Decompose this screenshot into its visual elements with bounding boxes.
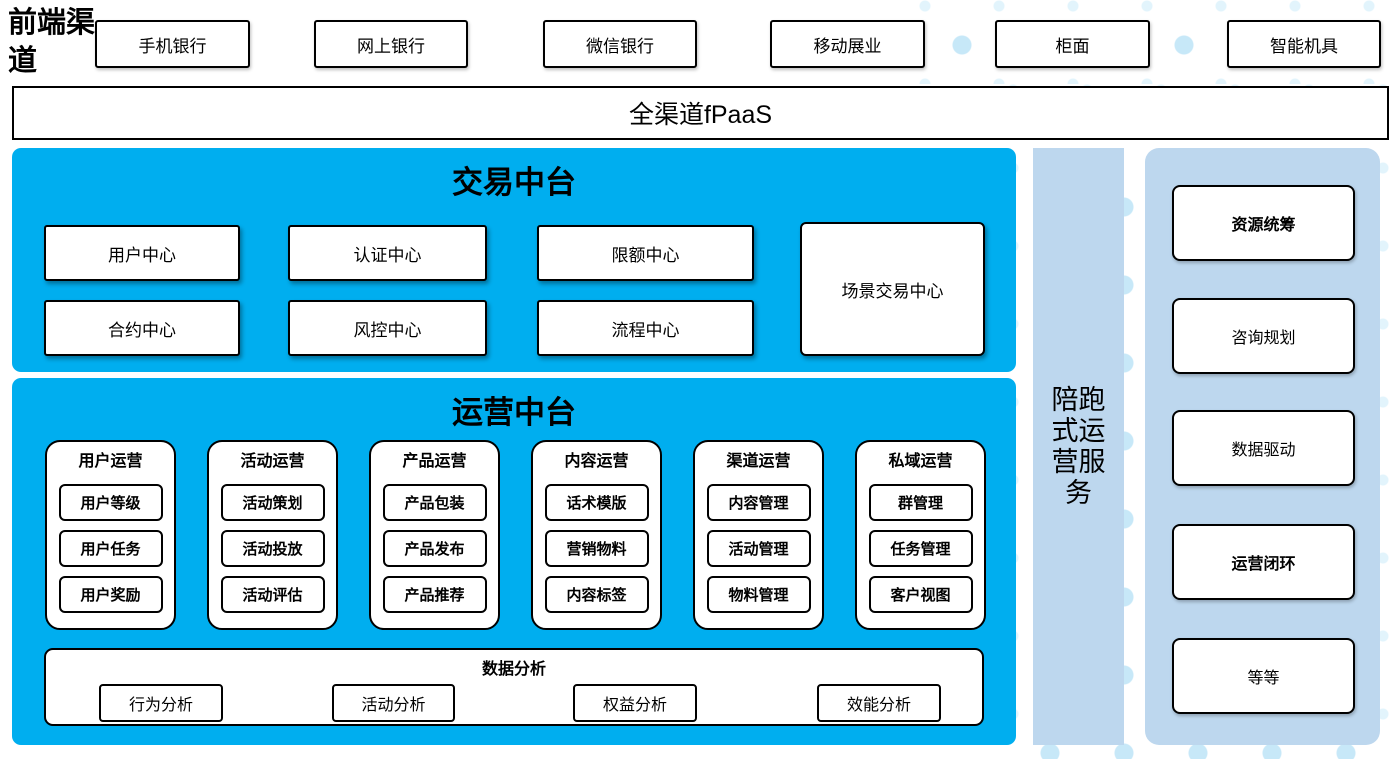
side-service-label: 陪跑式运营服务 <box>1051 384 1106 508</box>
op-column-header: 私域运营 <box>888 453 953 470</box>
transaction-platform-panel: 交易中台 用户中心 认证中心 限额中心 合约中心 风控中心 流程中心 场景交易中… <box>12 148 1016 372</box>
op-column-header: 产品运营 <box>402 453 467 470</box>
op-item: 用户任务 <box>58 530 163 567</box>
analysis-box-behavior: 行为分析 <box>99 684 223 722</box>
analysis-box-activity: 活动分析 <box>332 684 455 722</box>
op-item: 用户等级 <box>58 484 163 521</box>
front-channels-label: 前端渠道 <box>8 7 96 77</box>
op-item: 活动策划 <box>220 484 325 521</box>
analysis-box-rights: 权益分析 <box>573 684 697 722</box>
channel-box-mobile-outreach: 移动展业 <box>770 20 925 68</box>
op-column-header: 内容运营 <box>564 453 629 470</box>
center-box-scene-transaction: 场景交易中心 <box>800 222 985 356</box>
operation-platform-title: 运营中台 <box>452 395 576 430</box>
service-box-etc: 等等 <box>1172 638 1355 714</box>
op-item: 任务管理 <box>868 530 973 567</box>
op-column-header: 活动运营 <box>240 453 305 470</box>
op-item: 营销物料 <box>544 530 649 567</box>
channel-box-smart-devices: 智能机具 <box>1227 20 1381 68</box>
service-box-consulting: 咨询规划 <box>1172 298 1355 374</box>
center-box-contract: 合约中心 <box>44 300 240 356</box>
service-box-data-driven: 数据驱动 <box>1172 410 1355 486</box>
center-box-limit: 限额中心 <box>537 225 754 281</box>
op-item: 话术模版 <box>544 484 649 521</box>
data-analysis-panel: 数据分析 行为分析 活动分析 权益分析 效能分析 <box>44 648 984 726</box>
side-service-bar: 陪跑式运营服务 <box>1033 148 1124 745</box>
channel-box-counter: 柜面 <box>995 20 1150 68</box>
center-box-process: 流程中心 <box>537 300 754 356</box>
op-item: 活动管理 <box>706 530 811 567</box>
op-item: 物料管理 <box>706 576 811 613</box>
op-item: 活动评估 <box>220 576 325 613</box>
op-item: 产品推荐 <box>382 576 487 613</box>
op-item: 产品发布 <box>382 530 487 567</box>
operation-platform-panel: 运营中台 用户运营 用户等级 用户任务 用户奖励 活动运营 活动策划 活动投放 … <box>12 378 1016 745</box>
fpaas-bar: 全渠道fPaaS <box>12 86 1389 140</box>
data-analysis-title: 数据分析 <box>481 661 546 678</box>
center-box-auth: 认证中心 <box>288 225 487 281</box>
op-column-content: 内容运营 话术模版 营销物料 内容标签 <box>531 440 662 630</box>
op-item: 群管理 <box>868 484 973 521</box>
op-column-header: 渠道运营 <box>726 453 791 470</box>
op-item: 活动投放 <box>220 530 325 567</box>
op-item: 内容标签 <box>544 576 649 613</box>
service-box-resource: 资源统筹 <box>1172 185 1355 261</box>
center-box-risk: 风控中心 <box>288 300 487 356</box>
op-item: 客户视图 <box>868 576 973 613</box>
op-item: 内容管理 <box>706 484 811 521</box>
op-column-activity: 活动运营 活动策划 活动投放 活动评估 <box>207 440 338 630</box>
analysis-box-efficiency: 效能分析 <box>817 684 941 722</box>
op-column-product: 产品运营 产品包装 产品发布 产品推荐 <box>369 440 500 630</box>
op-column-header: 用户运营 <box>78 453 143 470</box>
transaction-platform-title: 交易中台 <box>452 165 576 200</box>
center-box-user: 用户中心 <box>44 225 240 281</box>
channel-box-wechat-banking: 微信银行 <box>543 20 697 68</box>
channel-box-mobile-banking: 手机银行 <box>95 20 250 68</box>
op-column-user: 用户运营 用户等级 用户任务 用户奖励 <box>45 440 176 630</box>
service-box-closed-loop: 运营闭环 <box>1172 524 1355 600</box>
op-column-channel: 渠道运营 内容管理 活动管理 物料管理 <box>693 440 824 630</box>
channel-box-online-banking: 网上银行 <box>314 20 468 68</box>
op-item: 产品包装 <box>382 484 487 521</box>
right-service-panel: 资源统筹 咨询规划 数据驱动 运营闭环 等等 <box>1145 148 1380 745</box>
op-column-private-domain: 私域运营 群管理 任务管理 客户视图 <box>855 440 986 630</box>
op-item: 用户奖励 <box>58 576 163 613</box>
